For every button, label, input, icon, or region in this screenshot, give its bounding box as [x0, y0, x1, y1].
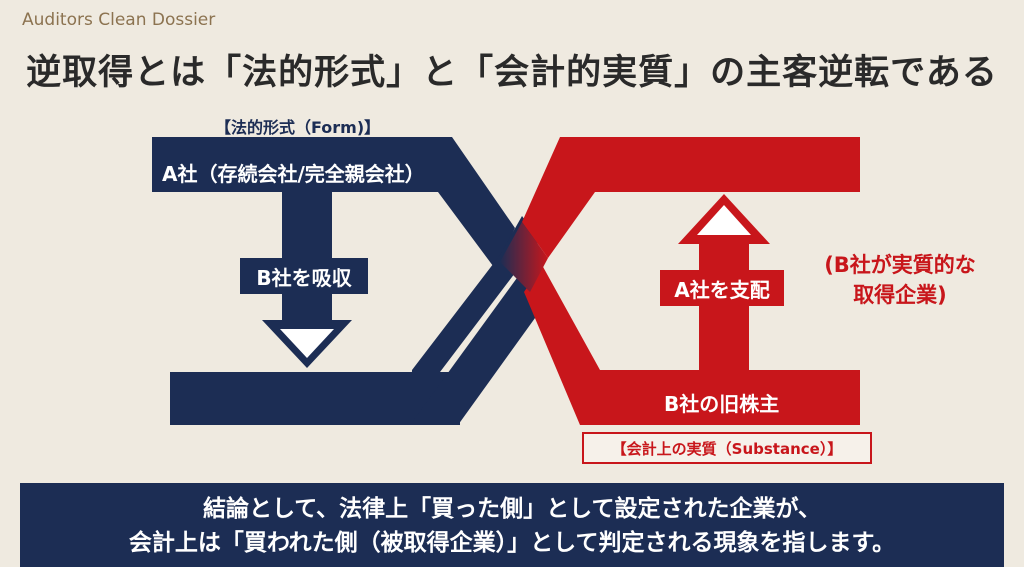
conclusion-line2: 会計上は「買われた側（被取得企業）」として判定される現象を指します。 [128, 530, 896, 556]
conclusion-line1: 結論として、法律上「買った側」として設定された企業が、 [202, 496, 821, 522]
crossing-overlap [500, 222, 548, 292]
substance-band-top [522, 137, 860, 258]
substance-arrow-head-inner [697, 205, 751, 235]
brand-name: Auditors Clean Dossier [22, 10, 216, 30]
conclusion-box: 結論として、法律上「買った側」として設定された企業が、 会計上は「買われた側（被… [20, 483, 1004, 567]
acquirer-note: (B社が実質的な 取得企業) [800, 250, 1000, 310]
company-a-label: A社（存続会社/完全親会社） [162, 162, 425, 186]
form-label: 【法的形式（Form)】 [215, 118, 381, 137]
acquirer-note-line1: (B社が実質的な [824, 253, 976, 277]
former-shareholders-label: B社の旧株主 [664, 392, 780, 416]
substance-arrow-shaft [699, 242, 749, 370]
substance-band-bottom [524, 265, 860, 425]
form-arrow-shaft [282, 192, 332, 320]
substance-label: 【会計上の実質（Substance）】 [582, 432, 872, 464]
acquirer-note-line2: 取得企業) [853, 283, 947, 307]
form-band-top [152, 137, 515, 270]
absorb-label: B社を吸収 [240, 258, 368, 294]
form-band-bottom-bar [170, 372, 460, 425]
control-label: A社を支配 [660, 270, 784, 306]
form-band-diagonal [410, 260, 548, 425]
page-title: 逆取得とは「法的形式」と「会計的実質」の主客逆転である [26, 53, 998, 93]
form-arrow-head-inner [280, 329, 334, 358]
